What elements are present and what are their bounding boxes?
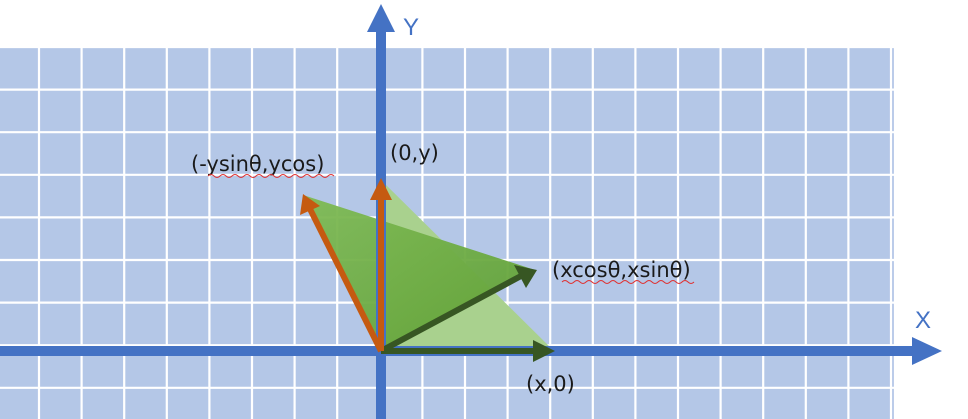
- vector-x-rotated: [379, 265, 537, 354]
- label-original-x: (x,0): [526, 372, 575, 396]
- rotated-triangle: [303, 195, 535, 352]
- x-axis-arrowhead: [912, 337, 942, 365]
- vector-y-rotated: [300, 194, 384, 353]
- grid-background: [0, 47, 895, 419]
- spellcheck-underline-1: [207, 174, 335, 178]
- label-rotated-y: (-ysinθ,ycos): [191, 152, 324, 176]
- x-axis-label: X: [915, 307, 931, 334]
- spellcheck-underline-2: [561, 280, 695, 284]
- vector-x-original: [381, 340, 555, 362]
- vector-y-original: [370, 178, 392, 351]
- label-rotated-x: (xcosθ,xsinθ): [552, 258, 691, 282]
- grid-lines: [0, 45, 897, 419]
- label-original-y: (0,y): [390, 141, 439, 165]
- y-axis-arrowhead: [367, 4, 395, 32]
- y-axis-label: Y: [403, 14, 419, 41]
